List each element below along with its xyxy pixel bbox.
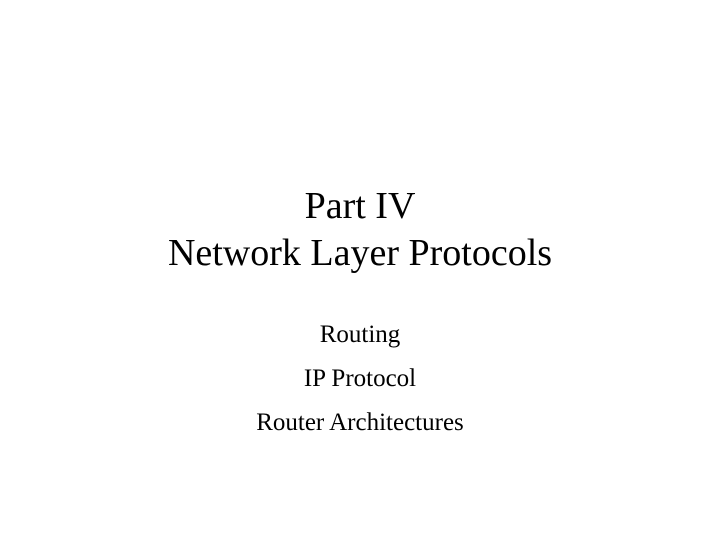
subtitle-item-routing: Routing [319,321,401,348]
title-line-part: Part IV [304,185,416,227]
slide-subtitle-list: Routing IP Protocol Router Architectures [0,313,720,445]
slide-title: Part IV Network Layer Protocols [0,183,720,277]
title-line-topic: Network Layer Protocols [167,232,553,274]
subtitle-item-router-architectures: Router Architectures [256,409,464,436]
subtitle-item-ip-protocol: IP Protocol [303,365,417,392]
